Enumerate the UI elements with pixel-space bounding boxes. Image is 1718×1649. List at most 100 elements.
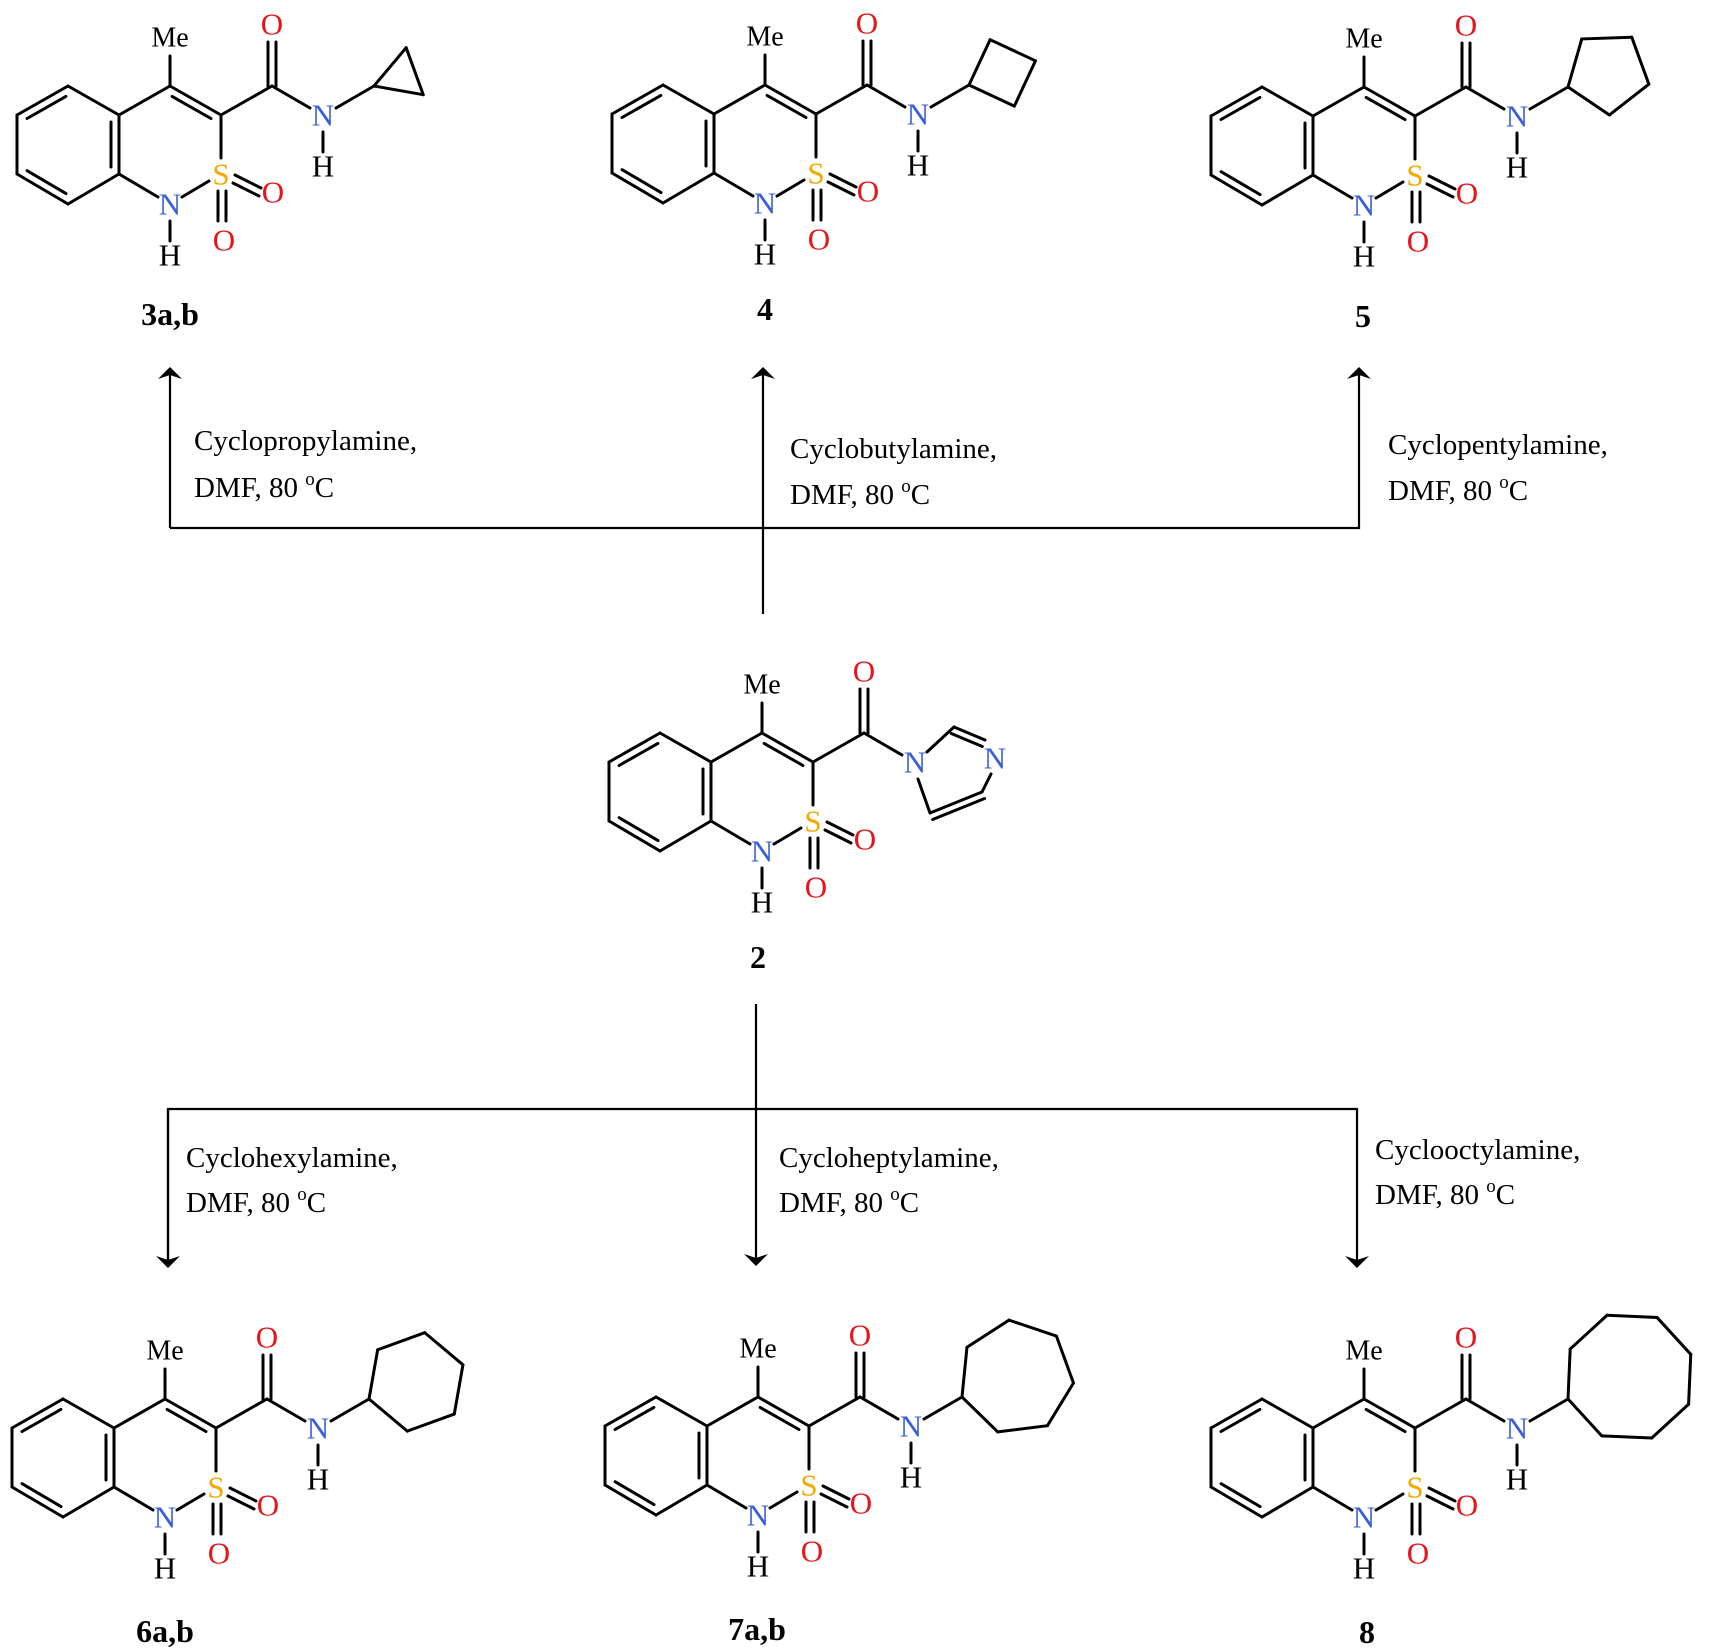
nitrogen-atom: N bbox=[1353, 1500, 1375, 1535]
bond bbox=[405, 1412, 456, 1433]
bond bbox=[1260, 1397, 1315, 1430]
bond bbox=[214, 1397, 269, 1430]
bond bbox=[996, 1424, 1049, 1434]
bond bbox=[811, 731, 866, 764]
bond bbox=[658, 731, 713, 764]
sulfur-atom: S bbox=[212, 157, 229, 192]
bond bbox=[1650, 1402, 1691, 1440]
sulfur-atom: S bbox=[800, 1468, 817, 1503]
methyl-label: Me bbox=[1345, 24, 1382, 55]
compound-label-5: 5 bbox=[1355, 298, 1371, 334]
conditions-label: DMF, 80 oC bbox=[779, 1184, 919, 1219]
bond bbox=[1362, 1397, 1417, 1430]
bond bbox=[823, 828, 853, 845]
bond bbox=[768, 1490, 799, 1510]
bond bbox=[112, 1397, 167, 1430]
bond bbox=[1566, 1397, 1604, 1438]
bond bbox=[1580, 35, 1634, 41]
bond bbox=[180, 179, 211, 199]
bond bbox=[922, 1395, 964, 1421]
conditions-label: DMF, 80 oC bbox=[790, 476, 930, 511]
bond bbox=[329, 1397, 371, 1423]
sulfur-atom: S bbox=[1406, 1470, 1423, 1505]
bond bbox=[617, 816, 660, 843]
oxygen-atom: O bbox=[801, 1534, 823, 1569]
bond bbox=[20, 1482, 63, 1509]
oxygen-atom: O bbox=[849, 1318, 871, 1353]
arrows bbox=[156, 367, 1371, 1268]
oxygen-atom: O bbox=[261, 7, 283, 42]
oxygen-atom: O bbox=[805, 870, 827, 905]
oxygen-atom: O bbox=[850, 1486, 872, 1521]
bond bbox=[1209, 85, 1264, 118]
oxygen-atom: O bbox=[853, 654, 875, 689]
cycloalkyl-ring bbox=[1566, 1313, 1693, 1440]
bond bbox=[775, 178, 806, 198]
bond bbox=[603, 1483, 658, 1517]
hydrogen-atom: H bbox=[307, 1462, 329, 1497]
hydrogen-atom: H bbox=[900, 1460, 922, 1495]
bond bbox=[1605, 1313, 1659, 1319]
nitrogen-atom: N bbox=[159, 187, 181, 222]
bond bbox=[10, 1485, 65, 1519]
bond bbox=[712, 171, 755, 198]
compound-label-4: 4 bbox=[757, 291, 773, 327]
bond bbox=[112, 1485, 155, 1512]
bond bbox=[1600, 1434, 1654, 1440]
bond bbox=[61, 1397, 116, 1430]
conditions-label: DMF, 80 oC bbox=[194, 469, 334, 504]
bond bbox=[1209, 173, 1264, 207]
compound-label-2: 2 bbox=[750, 939, 766, 975]
bond bbox=[163, 1397, 218, 1430]
bond bbox=[20, 1407, 63, 1433]
oxygen-atom: O bbox=[257, 1488, 279, 1523]
oxygen-atom: O bbox=[208, 1536, 230, 1571]
bond bbox=[967, 38, 992, 87]
bond bbox=[826, 180, 856, 197]
bond bbox=[66, 172, 121, 206]
bond bbox=[610, 171, 665, 205]
sulfur-atom: S bbox=[1406, 158, 1423, 193]
bond bbox=[960, 1345, 969, 1399]
bond bbox=[1260, 85, 1315, 118]
bond bbox=[1311, 173, 1354, 200]
bond bbox=[952, 725, 987, 742]
oxygen-atom: O bbox=[808, 222, 830, 257]
bond bbox=[758, 1405, 801, 1431]
bond bbox=[1219, 170, 1262, 197]
bond bbox=[61, 1485, 116, 1519]
reagent-label: Cycloheptylamine, bbox=[779, 1142, 999, 1174]
sulfur-atom: S bbox=[207, 1470, 224, 1505]
bond bbox=[765, 93, 808, 119]
bond bbox=[960, 1395, 1000, 1434]
oxygen-atom: O bbox=[857, 174, 879, 209]
bond bbox=[658, 819, 713, 853]
bond bbox=[1007, 1318, 1058, 1338]
nitrogen-atom: N bbox=[154, 1500, 176, 1535]
oxygen-atom: O bbox=[1455, 8, 1477, 43]
bond bbox=[1219, 95, 1262, 121]
bond bbox=[709, 819, 752, 846]
compound-labels: 3a,b 4 5 2 6a,b 7a,b 8 bbox=[136, 291, 1375, 1649]
bond bbox=[613, 1480, 656, 1507]
nitrogen-atom: N bbox=[307, 1411, 329, 1446]
bond bbox=[1607, 82, 1651, 117]
oxygen-atom: O bbox=[1407, 224, 1429, 259]
bond bbox=[654, 1483, 709, 1517]
bond bbox=[1566, 1347, 1572, 1401]
bond bbox=[709, 731, 764, 764]
methyl-label: Me bbox=[1345, 1336, 1382, 1367]
hydrogen-atom: H bbox=[1353, 239, 1375, 274]
cycloalkyl-ring bbox=[367, 1331, 465, 1433]
oxygen-atom: O bbox=[1455, 1320, 1477, 1355]
nitrogen-atom: N bbox=[1506, 99, 1528, 134]
oxygen-atom: O bbox=[262, 175, 284, 210]
bond bbox=[1311, 1397, 1366, 1430]
bond bbox=[916, 777, 932, 815]
bond bbox=[25, 169, 68, 196]
bond bbox=[821, 1484, 851, 1501]
methyl-label: Me bbox=[151, 23, 188, 54]
methyl-label: Me bbox=[746, 22, 783, 53]
